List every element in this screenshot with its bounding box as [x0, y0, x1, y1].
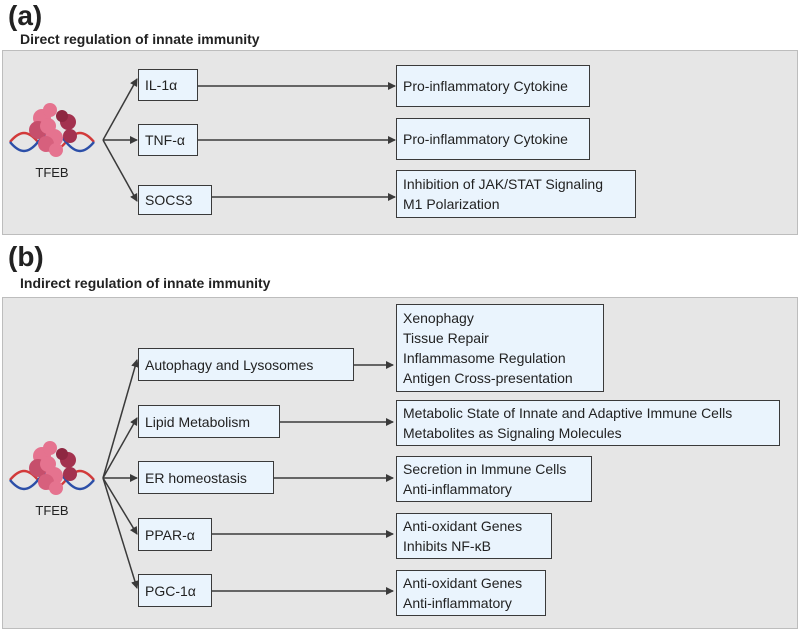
effect-line: Inflammasome Regulation [403, 350, 566, 366]
effect-line: Xenophagy [403, 310, 474, 326]
target-label: PPAR-α [145, 526, 195, 543]
target-label: TNF-α [145, 132, 185, 148]
effect-box-il1a: Pro-inflammatory Cytokine [396, 65, 590, 107]
effect-box-tnfa: Pro-inflammatory Cytokine [396, 118, 590, 160]
target-box-pgc-1a: PGC-1α [138, 574, 212, 607]
target-box-socs3: SOCS3 [138, 185, 212, 215]
effect-box-socs3: Inhibition of JAK/STAT Signaling M1 Pola… [396, 170, 636, 218]
target-label: PGC-1α [145, 582, 196, 599]
effect-line: Tissue Repair [403, 330, 489, 346]
panel-a-title: Direct regulation of innate immunity [20, 31, 260, 47]
target-box-ppar-a: PPAR-α [138, 518, 212, 551]
target-label: SOCS3 [145, 192, 193, 208]
target-label: ER homeostasis [145, 469, 247, 486]
effect-box-er-homeostasis: Secretion in Immune Cells Anti-inflammat… [396, 456, 592, 502]
target-label: Autophagy and Lysosomes [145, 356, 314, 373]
target-box-er-homeostasis: ER homeostasis [138, 461, 274, 494]
tfeb-dna-protein-icon-b [9, 441, 95, 495]
effect-line: Antigen Cross-presentation [403, 370, 573, 386]
effect-box-autophagy: Xenophagy Tissue Repair Inflammasome Reg… [396, 304, 604, 392]
effect-box-ppar-a: Anti-oxidant Genes Inhibits NF-κB [396, 513, 552, 559]
target-label: IL-1α [145, 77, 178, 93]
tfeb-dna-protein-icon-a [9, 103, 95, 157]
target-label: Lipid Metabolism [145, 413, 251, 430]
target-box-lipid-metabolism: Lipid Metabolism [138, 405, 280, 438]
effect-line: Secretion in Immune Cells [403, 461, 567, 477]
effect-line: Anti-inflammatory [403, 481, 512, 497]
effect-line: Inhibits NF-κB [403, 538, 491, 554]
effect-line: Pro-inflammatory Cytokine [403, 78, 568, 94]
effect-line: Inhibition of JAK/STAT Signaling [403, 176, 603, 192]
effect-line: Pro-inflammatory Cytokine [403, 131, 568, 147]
panel-b-letter: (b) [8, 241, 44, 272]
effect-box-pgc-1a: Anti-oxidant Genes Anti-inflammatory [396, 570, 546, 616]
effect-line: Metabolites as Signaling Molecules [403, 425, 622, 441]
effect-line: Metabolic State of Innate and Adaptive I… [403, 405, 733, 421]
panel-b-title: Indirect regulation of innate immunity [20, 275, 271, 291]
target-box-tnfa: TNF-α [138, 124, 198, 156]
effect-line: Anti-inflammatory [403, 595, 512, 611]
tfeb-label-a: TFEB [35, 165, 69, 180]
target-box-autophagy: Autophagy and Lysosomes [138, 348, 354, 381]
panel-a-letter: (a) [8, 0, 43, 31]
effect-line: Anti-oxidant Genes [403, 518, 523, 534]
effect-line: M1 Polarization [403, 196, 500, 212]
panel-a-effect-arrows [198, 82, 396, 201]
target-box-il1a: IL-1α [138, 69, 198, 101]
panel-b-effect-arrows [212, 361, 394, 595]
effect-box-lipid-metabolism: Metabolic State of Innate and Adaptive I… [396, 400, 780, 446]
panel-a-branch-arrows [102, 78, 138, 202]
tfeb-label-b: TFEB [35, 503, 69, 518]
effect-line: Anti-oxidant Genes [403, 575, 523, 591]
panel-b-branch-arrows [102, 359, 139, 589]
